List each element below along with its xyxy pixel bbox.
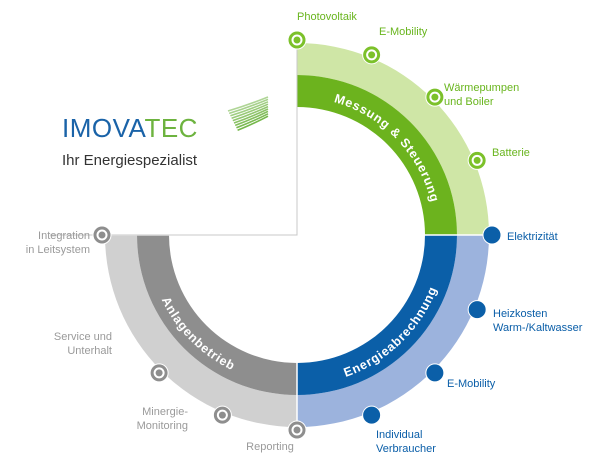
node-heizkosten xyxy=(467,300,487,320)
node-waermepumpen xyxy=(425,87,445,107)
node-elektrizitaet xyxy=(482,225,502,245)
label-service: Service und Unterhalt xyxy=(53,331,112,357)
logo-wave-icon xyxy=(227,96,269,131)
node-individual xyxy=(362,405,382,425)
label-photovoltaik: Photovoltaik xyxy=(297,11,357,23)
label-batterie: Batterie xyxy=(492,147,530,159)
node-reporting xyxy=(287,420,307,440)
logo-tagline: Ihr Energiespezialist xyxy=(62,152,198,169)
node-minergie xyxy=(212,405,232,425)
label-individual: Individual Verbraucher xyxy=(376,429,436,455)
node-emobility-green xyxy=(362,45,382,65)
node-emobility-blue xyxy=(425,363,445,383)
label-elektrizitaet: Elektrizität xyxy=(507,231,558,243)
ring-inner-billing xyxy=(297,235,457,395)
label-emobility-blue: E-Mobility xyxy=(447,378,496,390)
ring-inner-measure xyxy=(297,75,457,235)
node-service xyxy=(149,363,169,383)
label-heizkosten: Heizkosten Warm-/Kaltwasser xyxy=(493,308,583,334)
ring-outer-measure xyxy=(297,43,489,235)
logo-panel-border xyxy=(50,35,298,236)
label-waermepumpen: Wärmepumpen und Boiler xyxy=(444,82,520,108)
node-integration xyxy=(92,225,112,245)
label-minergie: Minergie- Monitoring xyxy=(136,406,188,432)
node-batterie xyxy=(467,150,487,170)
label-reporting: Reporting xyxy=(246,441,294,453)
logo-brand-name: IMOVATEC xyxy=(62,113,198,143)
ring-outer-billing xyxy=(297,235,489,427)
node-photovoltaik xyxy=(287,30,307,50)
ring-inner-operation xyxy=(137,235,297,395)
label-emobility-green: E-Mobility xyxy=(379,26,428,38)
label-integration: Integration in Leitsystem xyxy=(25,230,90,256)
ring-outer-operation xyxy=(105,235,297,427)
